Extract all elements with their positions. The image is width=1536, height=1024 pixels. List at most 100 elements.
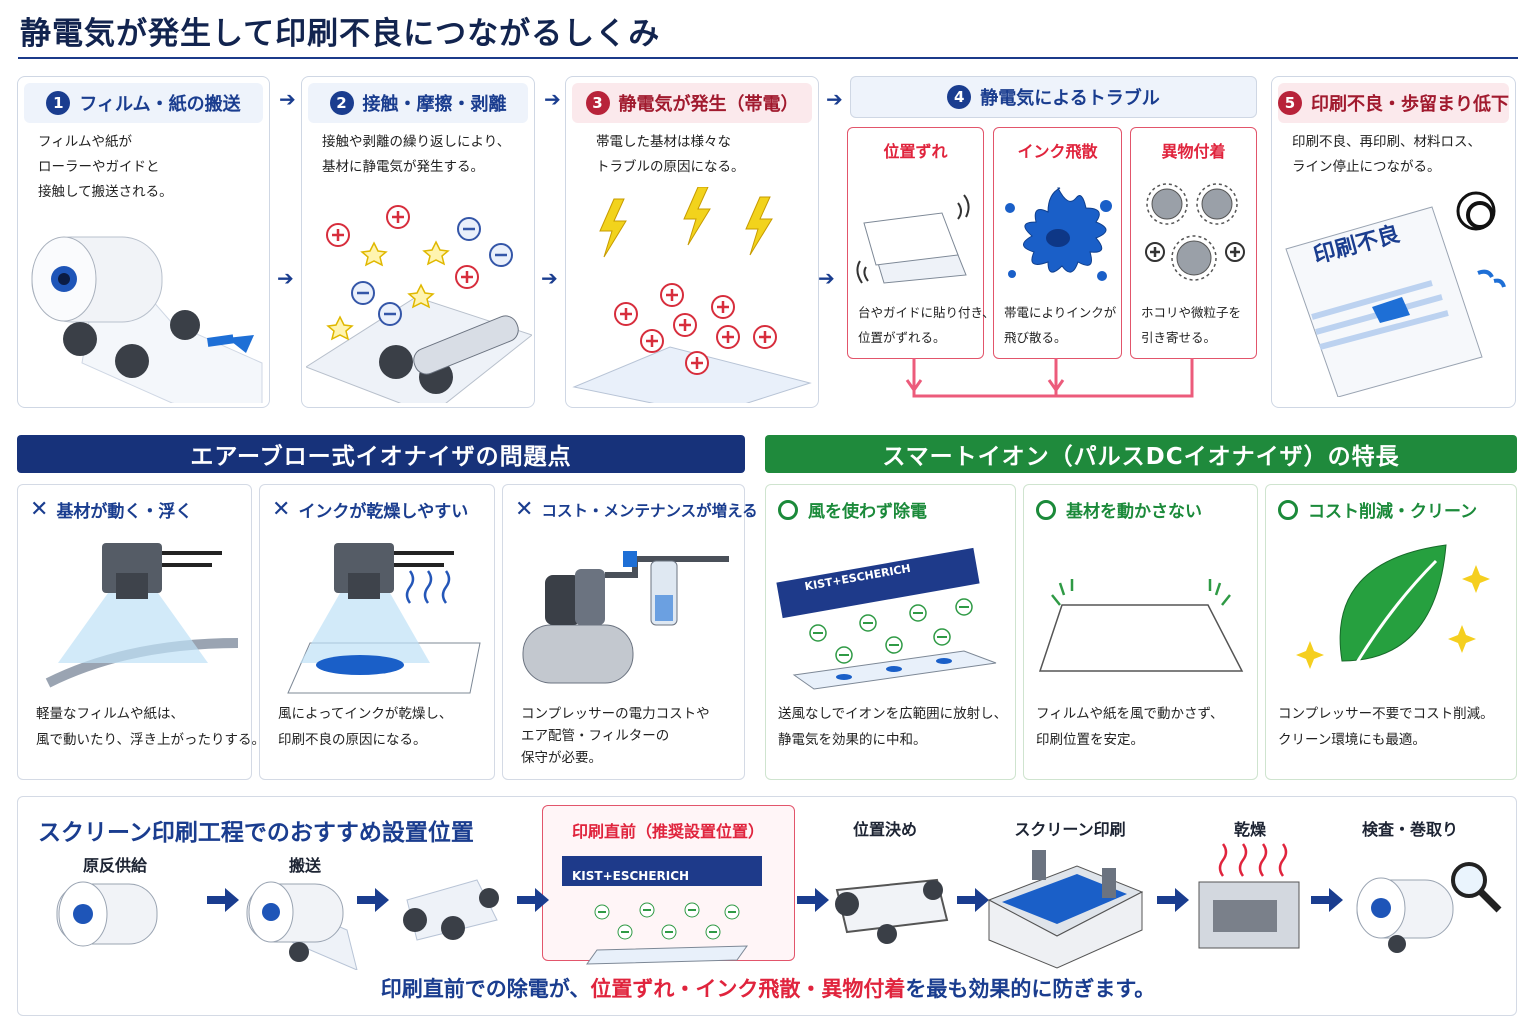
flow-arrow-icon: ➔ xyxy=(818,266,835,290)
defective-print-illustration xyxy=(1285,191,1506,397)
cross-icon: ✕ xyxy=(272,497,291,522)
stage-label-inspect-wind: 検査・巻取り xyxy=(1361,820,1458,839)
trouble-desc: ホコリや微粒子を 引き寄せる。 xyxy=(1141,300,1241,350)
stage-label-drying: 乾燥 xyxy=(1233,820,1266,839)
title-divider xyxy=(18,57,1518,59)
transport-roll-icon xyxy=(246,881,358,970)
page-title: 静電気が発生して印刷不良につながるしくみ xyxy=(20,16,661,52)
stage-label-transport: 搬送 xyxy=(288,856,321,875)
desc-line: 静電気を効果的に中和。 xyxy=(778,732,927,748)
problem-title: コスト・メンテナンスが増える xyxy=(541,501,758,520)
desc-line: ローラーやガイドと xyxy=(38,159,160,175)
process-conclusion: 印刷直前での除電が、位置ずれ・インク飛散・異物付着を最も効果的に防ぎます。 xyxy=(0,973,1536,1003)
recommended-ionizer-brand-label: KIST+ESCHERICH xyxy=(572,869,690,883)
feature-header: 基材を動かさない xyxy=(1036,497,1202,522)
smart-ion-features-banner: スマートイオン（パルスDCイオナイザ）の特長 xyxy=(765,435,1517,473)
desc-line: 帯電によりインクが xyxy=(1004,305,1117,320)
ink-splash-icon xyxy=(1005,187,1112,281)
trouble-merge-connector xyxy=(905,358,1194,398)
air-blow-problems-banner: エアーブロー式イオナイザの問題点 xyxy=(17,435,745,473)
dryer-icon xyxy=(1198,843,1300,949)
trouble-card-ink-splatter: インク飛散 帯電によりインクが 飛び散る。 xyxy=(993,127,1122,359)
step-desc: 印刷不良、再印刷、材料ロス、 ライン停止につながる。 xyxy=(1292,130,1481,180)
trouble-card-misalignment: 位置ずれ 台やガイドに貼り付き、 位置がずれる。 xyxy=(847,127,995,359)
trouble-title: インク飛散 xyxy=(1017,142,1098,161)
step-title: 接触・摩擦・剥離 xyxy=(362,94,507,115)
inspect-wind-roll-icon xyxy=(1356,862,1502,953)
recommended-ionizer-icon xyxy=(562,856,762,965)
problem-desc: 軽量なフィルムや紙は、 風で動いたり、浮き上がったりする。 xyxy=(36,701,265,753)
misaligned-sheets-icon xyxy=(856,194,970,284)
desc-line: コンプレッサーの電力コストや xyxy=(521,706,710,722)
flow-arrow-icon: ➔ xyxy=(544,87,561,111)
desc-line: 送風なしでイオンを広範囲に放射し、 xyxy=(778,706,1008,722)
feature-title: コスト削減・クリーン xyxy=(1308,502,1478,522)
desc-line: 接触や剥離の繰り返しにより、 xyxy=(322,134,511,150)
dust-particles-icon xyxy=(1145,183,1245,281)
problem-desc: 風によってインクが乾燥し、 印刷不良の原因になる。 xyxy=(278,701,452,753)
conclusion-highlight: 位置ずれ・インク飛散・異物付着 xyxy=(590,977,906,1001)
step-number: 3 xyxy=(585,91,610,115)
process-title: スクリーン印刷工程でのおすすめ設置位置 xyxy=(38,820,474,846)
feature-header: 風を使わず除電 xyxy=(778,497,927,522)
feature-card-cost-clean: コスト削減・クリーン コンプレッサー不要でコスト削減。 クリーン環境にも最適。 xyxy=(1265,484,1517,780)
desc-line: 印刷不良の原因になる。 xyxy=(278,732,427,748)
desc-line: トラブルの原因になる。 xyxy=(596,159,745,175)
step-number: 1 xyxy=(46,91,71,115)
circle-check-icon xyxy=(1278,499,1298,520)
feature-card-stable-substrate: 基材を動かさない フィルムや紙を風で動かさず、 印刷位置を安定。 xyxy=(1023,484,1258,780)
problem-card-substrate-moves: ✕基材が動く・浮く 軽量なフィルムや紙は、 風で動いたり、浮き上がったりする。 xyxy=(17,484,265,780)
conclusion-pre: 印刷直前での除電が、 xyxy=(380,977,591,1001)
charging-illustration xyxy=(306,205,532,403)
air-blower-drying-ink-illustration xyxy=(287,543,481,694)
feature-title: 風を使わず除電 xyxy=(808,502,927,522)
step-desc: フィルムや紙が ローラーやガイドと 接触して搬送される。 xyxy=(38,130,173,205)
trouble-desc: 帯電によりインクが 飛び散る。 xyxy=(1004,300,1116,350)
flat-sheet-illustration xyxy=(1038,579,1244,672)
feed-roll-icon xyxy=(56,881,158,947)
air-blower-lifting-film-illustration xyxy=(45,543,239,688)
desc-line: ホコリや微粒子を xyxy=(1141,305,1242,320)
step-title: 印刷不良・歩留まり低下 xyxy=(1311,94,1509,115)
feature-header: コスト削減・クリーン xyxy=(1278,497,1477,522)
feature-desc: フィルムや紙を風で動かさず、 印刷位置を安定。 xyxy=(1036,701,1224,753)
pulse-dc-ionizer-illustration xyxy=(776,547,997,690)
process-flow-illustrations xyxy=(56,843,1502,970)
leaf-icon xyxy=(1296,544,1490,682)
desc-line: 接触して搬送される。 xyxy=(38,184,173,200)
feature-desc: 送風なしでイオンを広範囲に放射し、 静電気を効果的に中和。 xyxy=(778,701,1007,753)
screen-printer-icon xyxy=(987,850,1144,969)
problem-desc: コンプレッサーの電力コストや エア配管・フィルターの 保守が必要。 xyxy=(521,703,710,769)
feature-desc: コンプレッサー不要でコスト削減。 クリーン環境にも最適。 xyxy=(1278,701,1494,753)
flow-arrow-icon: ➔ xyxy=(279,87,296,111)
desc-line: 保守が必要。 xyxy=(521,750,602,766)
cross-icon: ✕ xyxy=(30,497,49,522)
problem-header: ✕インクが乾燥しやすい xyxy=(272,497,468,522)
problem-header: ✕基材が動く・浮く xyxy=(30,497,192,522)
desc-line: フィルムや紙を風で動かさず、 xyxy=(1036,706,1224,722)
desc-line: 風によってインクが乾燥し、 xyxy=(278,706,453,722)
problem-header: ✕コスト・メンテナンスが増える xyxy=(515,497,758,522)
desc-line: ライン停止につながる。 xyxy=(1292,159,1441,175)
desc-line: 基材に静電気が発生する。 xyxy=(322,159,484,175)
stage-label-positioning: 位置決め xyxy=(852,820,917,839)
desc-line: 位置がずれる。 xyxy=(858,330,946,345)
step-desc: 帯電した基材は様々な トラブルの原因になる。 xyxy=(596,130,745,180)
trouble-card-foreign-matter: 異物付着 ホコリや微粒子を 引き寄せる。 xyxy=(1130,127,1257,359)
desc-line: 軽量なフィルムや紙は、 xyxy=(36,706,184,722)
desc-line: 風で動いたり、浮き上がったりする。 xyxy=(36,732,265,748)
step-desc: 接触や剥離の繰り返しにより、 基材に静電気が発生する。 xyxy=(322,130,510,180)
step-title: 静電気によるトラブル xyxy=(980,88,1160,109)
desc-line: 台やガイドに貼り付き、 xyxy=(858,305,995,320)
desc-line: 飛び散る。 xyxy=(1004,330,1067,345)
circle-check-icon xyxy=(778,499,798,520)
